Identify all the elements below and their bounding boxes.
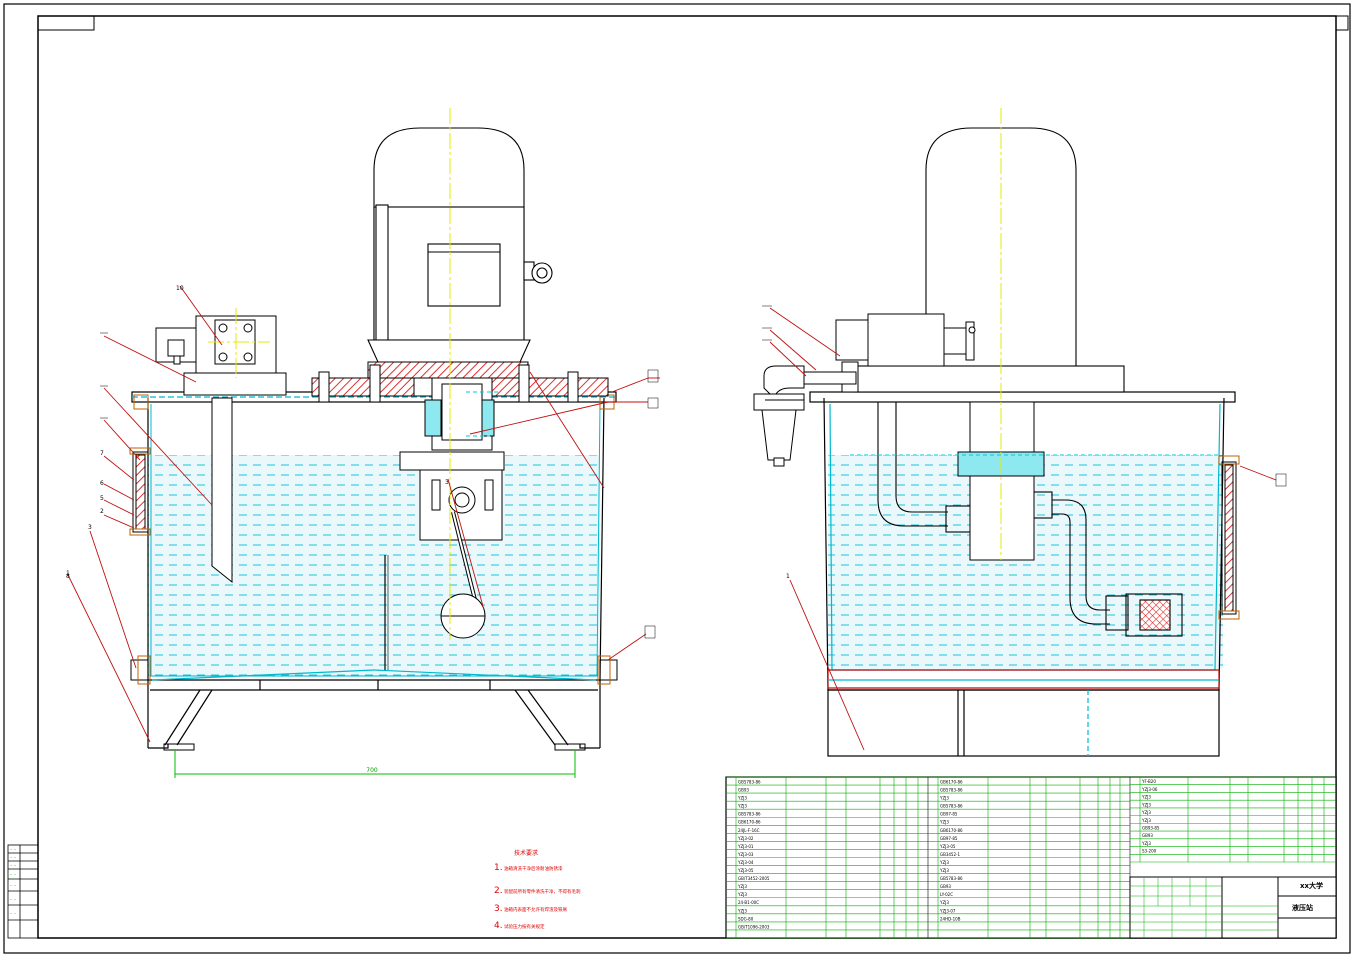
bom-code: YZJ3: [939, 860, 949, 865]
bom-code: YZJ3: [737, 884, 747, 889]
bom-code: GB6170-86: [940, 779, 963, 784]
bom-code: S3-200: [1142, 849, 1157, 854]
bom-code: YZJ3: [737, 892, 747, 897]
bom-code: 24JL-F-16C: [738, 828, 760, 833]
bom-code: YF-B20: [1141, 779, 1156, 784]
bom-code: YZJ3-04: [737, 860, 754, 865]
bom-code: YZJ3: [1141, 818, 1151, 823]
svg-text:1: 1: [66, 570, 70, 577]
motor-front: [367, 127, 553, 363]
callouts-front: 10 3 8 7 6 5 2 3 1: [66, 285, 449, 580]
leaders-side: [769, 307, 1277, 751]
svg-text:·· ··: ·· ··: [10, 872, 16, 877]
sight-glass-side: [1218, 455, 1240, 620]
bom-code: GB93: [1142, 833, 1153, 838]
bom-table: GB5783-86GB93YZJ3YZJ3GB5783-86GB6170-862…: [725, 776, 1337, 939]
dimension-line: [174, 750, 576, 778]
bom-code: YZJ3: [939, 820, 949, 825]
bom-code: YZJ3-07: [939, 908, 956, 913]
bom-code: GB6170-86: [738, 820, 761, 825]
note-line-3: 油箱内表面不允许有焊渣及铁屑: [504, 906, 567, 913]
bom-code: GB3452-1: [940, 852, 960, 857]
svg-text:4.: 4.: [494, 921, 503, 931]
air-filter: [753, 365, 805, 467]
svg-text:2: 2: [100, 508, 104, 515]
note-line-1: 油箱清洗干净后涂耐油防锈漆: [504, 865, 563, 872]
sight-glass-front: [129, 447, 151, 536]
bom-code: YZJ3-03: [737, 852, 754, 857]
valve-block-side: [803, 313, 976, 393]
svg-text:·· ··: ·· ··: [10, 883, 16, 888]
bom-code: YZJ3: [1141, 841, 1151, 846]
bom-code: GB5783-86: [738, 779, 761, 784]
bom-code: GB6170-86: [940, 828, 963, 833]
notes-heading: 技术要求: [514, 849, 538, 857]
svg-text:2.: 2.: [494, 886, 503, 896]
pump-assembly: [399, 377, 505, 639]
bom-code: YZJ3-05: [939, 844, 956, 849]
svg-text:·· ··: ·· ··: [10, 897, 16, 902]
bom-code: YZJ3-05: [737, 868, 754, 873]
bom-code: SDG-80: [738, 916, 754, 921]
bom-code: GB93-85: [1142, 825, 1160, 830]
bom-code: GB93: [940, 884, 951, 889]
bom-code: YZJ3: [939, 796, 949, 801]
bom-code: LY-02C: [940, 892, 953, 897]
title-block: xx大学 液压站: [1129, 876, 1337, 939]
bom-code: 24HD-10B: [940, 916, 961, 921]
svg-text:·· ··: ·· ··: [10, 855, 16, 860]
svg-text:8: 8: [66, 573, 70, 580]
svg-text:3.: 3.: [494, 904, 503, 914]
drawing-frame: ·· ·· ·· ·· ·· ·· ·· ·· ·· ·· ·· ·· ·· ··: [3, 3, 1351, 954]
bom-code: YZJ3: [1141, 810, 1151, 815]
svg-text:3: 3: [88, 524, 92, 531]
bom-code: YZJ3-06: [1141, 787, 1158, 792]
svg-text:3: 3: [445, 479, 449, 486]
svg-text:·· ··: ·· ··: [10, 863, 16, 868]
note-line-4: 试验压力按有关规定: [504, 923, 545, 930]
drawing-name: 液压站: [1292, 903, 1313, 912]
svg-text:5: 5: [100, 495, 104, 502]
callout-side-1: 1: [786, 573, 790, 580]
dimension-label: 700: [366, 767, 378, 774]
leaders-front: [67, 285, 660, 743]
bom-code: YZJ3: [1141, 802, 1151, 807]
bom-code: YZJ3: [939, 900, 949, 905]
technical-notes: 技术要求 1. 2. 3. 4. 油箱清洗干净后涂耐油防锈漆 装配前所有零件清洗…: [494, 849, 581, 931]
bom-code: GB97-85: [940, 836, 958, 841]
school-name: xx大学: [1300, 881, 1323, 890]
bom-code: YZJ3: [737, 804, 747, 809]
valve-block-front: [155, 315, 287, 396]
svg-text:1.: 1.: [494, 863, 503, 873]
bom-code: YZJ3-01: [737, 844, 754, 849]
bom-code: GB5783-86: [940, 804, 963, 809]
svg-text:6: 6: [100, 480, 104, 487]
svg-text:7: 7: [100, 450, 104, 457]
bom-code: GB5783-86: [738, 812, 761, 817]
bom-code: GB5783-86: [940, 876, 963, 881]
pump-side: [957, 401, 1045, 561]
bom-code: GB/T1096-2003: [738, 924, 770, 929]
side-view: 1: [753, 108, 1287, 757]
bom-code: GB5783-86: [940, 788, 963, 793]
svg-text:·· ··: ·· ··: [10, 911, 16, 916]
return-pipe: [211, 397, 233, 584]
side-stamp: [7, 844, 39, 939]
bom-code: YZJ3: [1141, 795, 1151, 800]
bom-code: GB93: [738, 788, 749, 793]
bom-code: GB/T3452-2005: [738, 876, 770, 881]
bom-code: YZJ3: [939, 868, 949, 873]
bom-code: YZJ3: [737, 908, 747, 913]
svg-text:·· ··: ·· ··: [10, 847, 16, 852]
bom-code: YZJ3: [737, 796, 747, 801]
bom-code: GB97-85: [940, 812, 958, 817]
bom-code: YZJ3-02: [737, 836, 754, 841]
front-view: 700: [66, 108, 660, 778]
svg-text:10: 10: [176, 285, 184, 292]
bom-code: 24-B1-00C: [738, 900, 759, 905]
note-line-2: 装配前所有零件清洗干净，不得有毛刺: [504, 888, 581, 895]
